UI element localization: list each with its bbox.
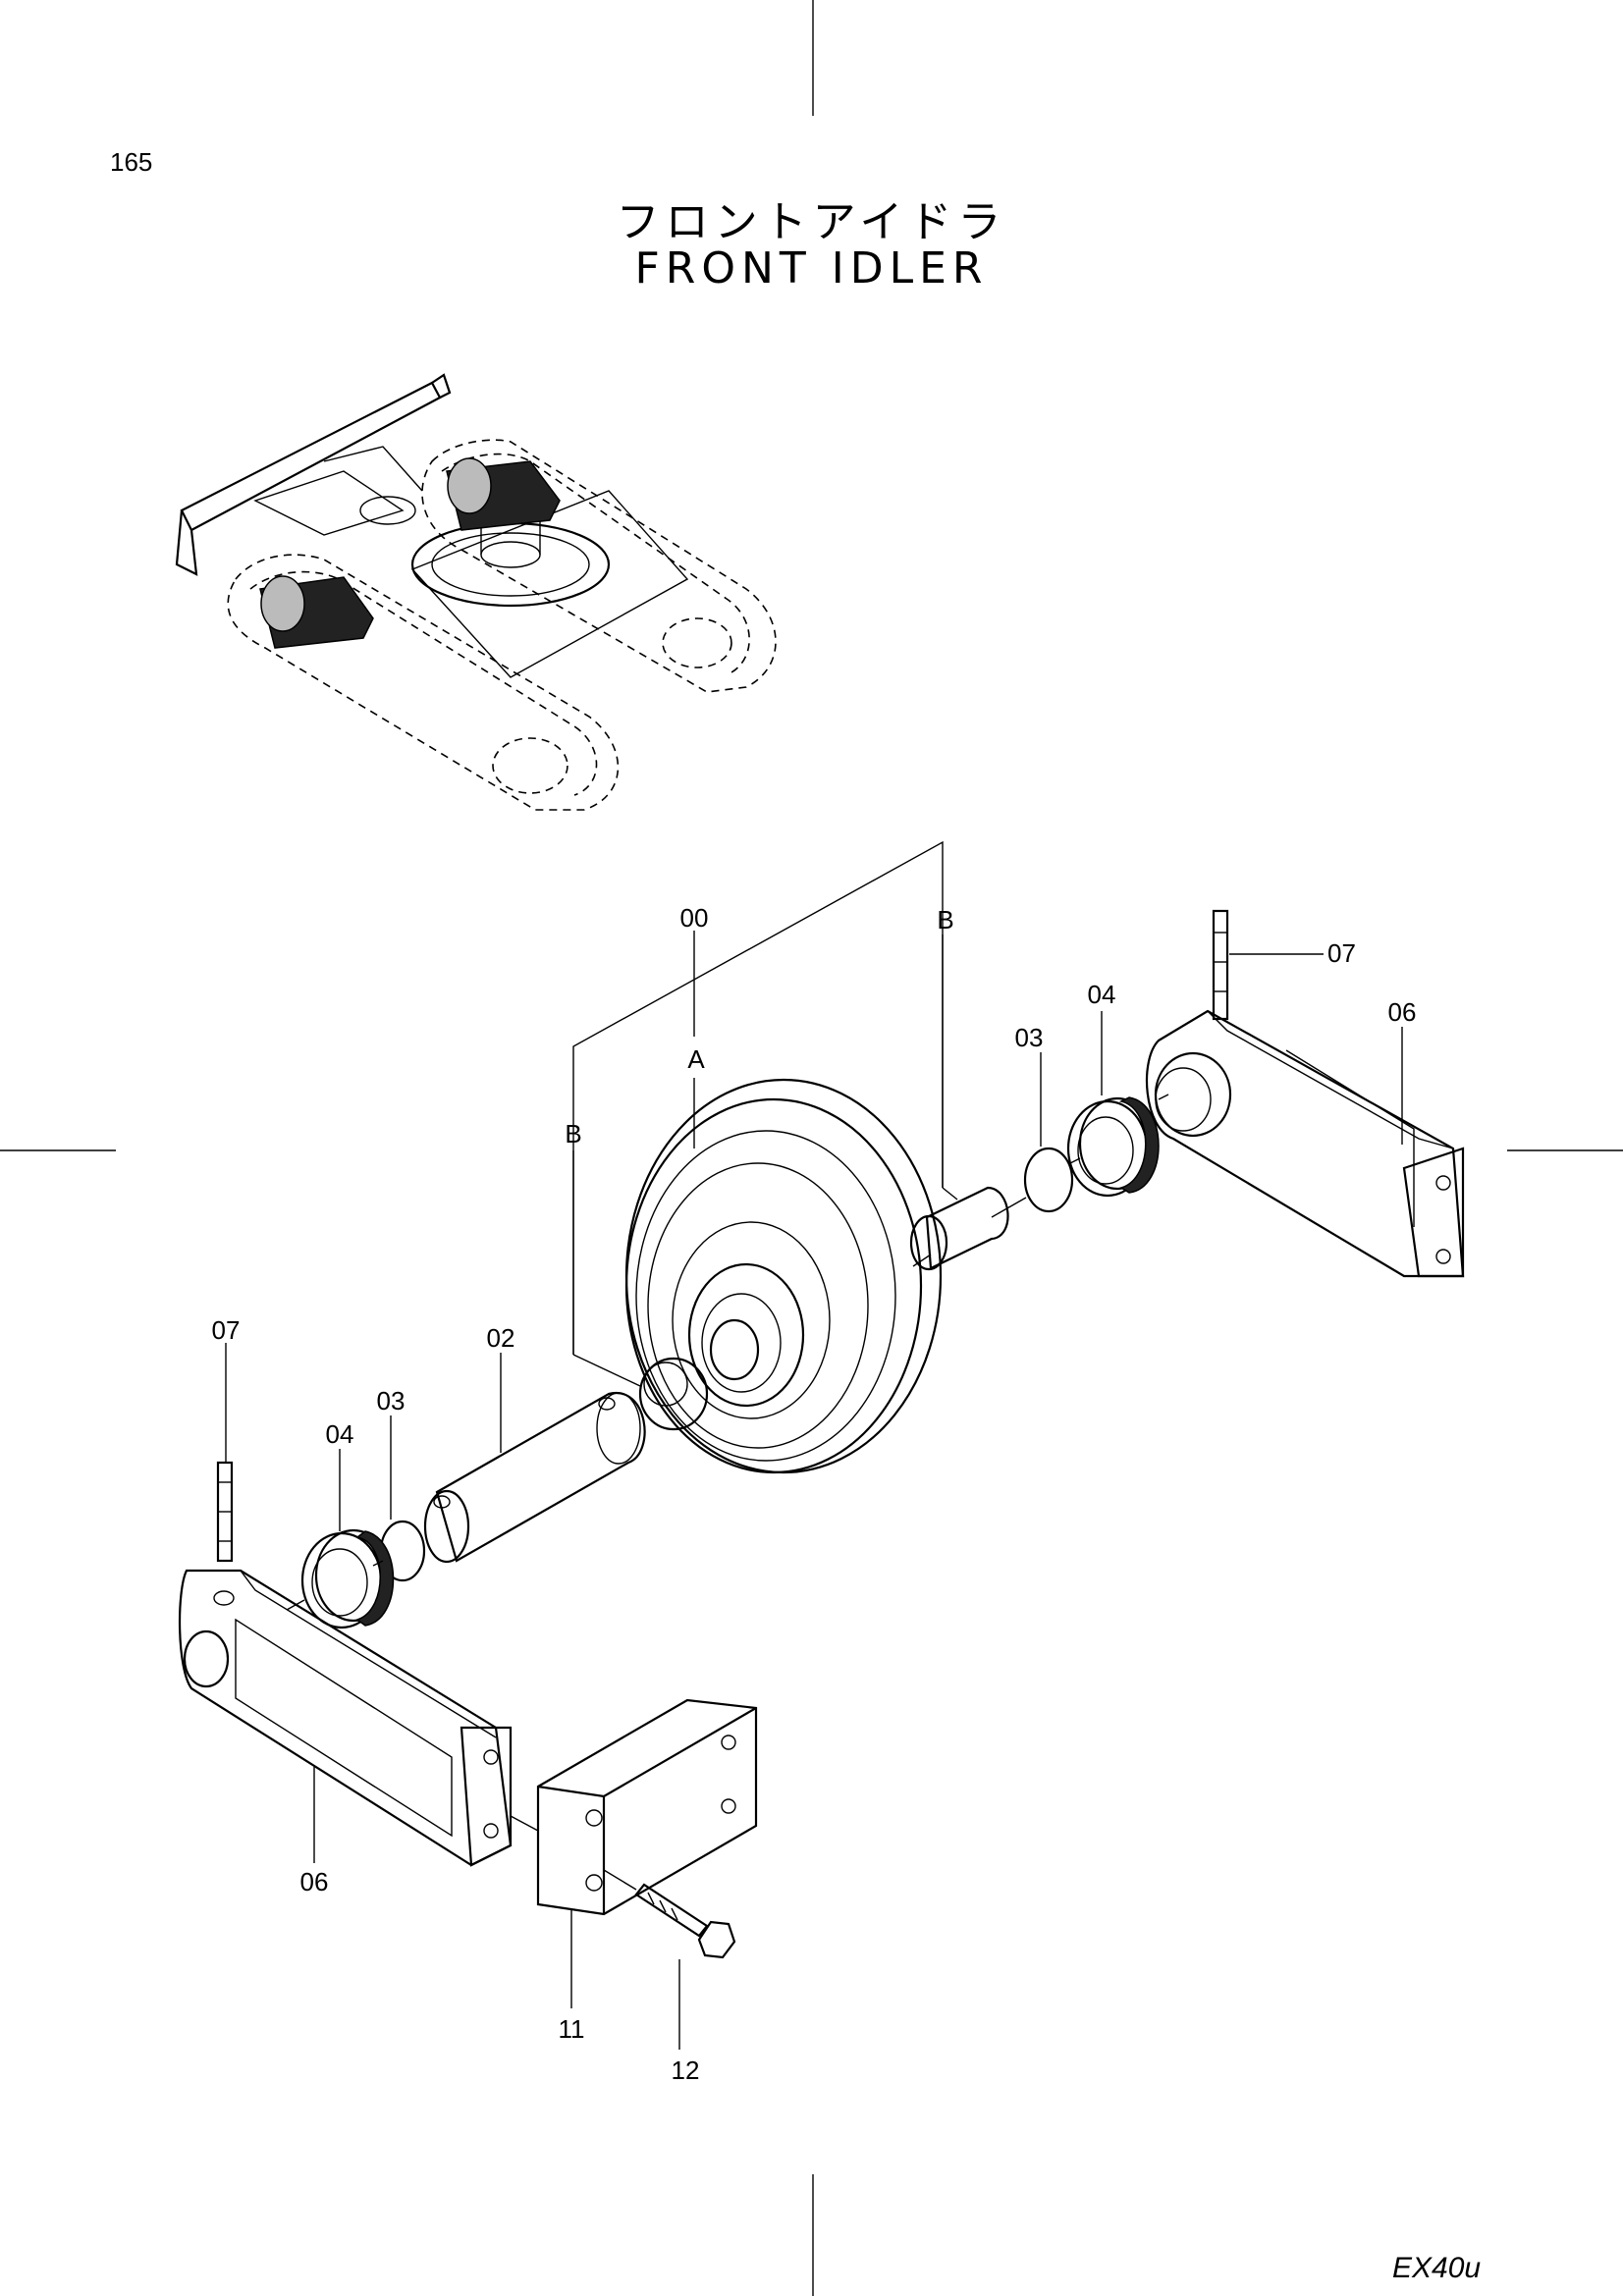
callout-04-left: 04 — [326, 1419, 354, 1449]
callout-12: 12 — [672, 2056, 700, 2085]
callout-03-right: 03 — [1015, 1023, 1044, 1052]
callout-00: 00 — [680, 903, 709, 933]
idler-wheel — [624, 1078, 1009, 1474]
pin-right-part-07 — [1212, 909, 1229, 1021]
callout-04-right: 04 — [1088, 980, 1116, 1009]
model-code: EX40u — [1392, 2252, 1482, 2284]
page-number: 165 — [110, 147, 153, 177]
callout-06-right: 06 — [1388, 997, 1417, 1027]
floating-seal-left-part-04 — [300, 1528, 395, 1629]
callout-11: 11 — [559, 2014, 585, 2044]
title-english: FRONT IDLER — [634, 243, 989, 294]
pin-left-part-07 — [216, 1461, 234, 1563]
block-part-11 — [536, 1698, 758, 1916]
callout-b-top: B — [937, 905, 953, 934]
callout-a: A — [687, 1044, 705, 1074]
o-ring-right-part-03 — [1023, 1147, 1074, 1213]
title-japanese: フロントアイドラ — [616, 197, 1007, 247]
bracket-right-part-06 — [1145, 1009, 1465, 1278]
shaft-part-02 — [423, 1391, 646, 1564]
callout-labels: 00 B A B 07 04 06 03 07 02 03 04 06 11 1… — [212, 903, 1417, 2085]
floating-seal-right-part-04 — [1066, 1096, 1160, 1198]
bolt-part-12 — [634, 1883, 736, 1959]
callout-03-left: 03 — [377, 1386, 406, 1415]
callout-07-right: 07 — [1327, 938, 1356, 968]
callout-leader-lines — [225, 953, 1403, 2050]
callout-07-left: 07 — [212, 1315, 241, 1345]
callout-02: 02 — [487, 1323, 515, 1353]
bracket-left-part-06 — [178, 1569, 513, 1867]
callout-06-left: 06 — [300, 1867, 329, 1896]
callout-b-left: B — [565, 1119, 581, 1148]
assembly-bracket-lines — [572, 840, 958, 1387]
assembly-axis-lines — [286, 1094, 1169, 1891]
undercarriage-overview-illustration — [175, 373, 777, 811]
